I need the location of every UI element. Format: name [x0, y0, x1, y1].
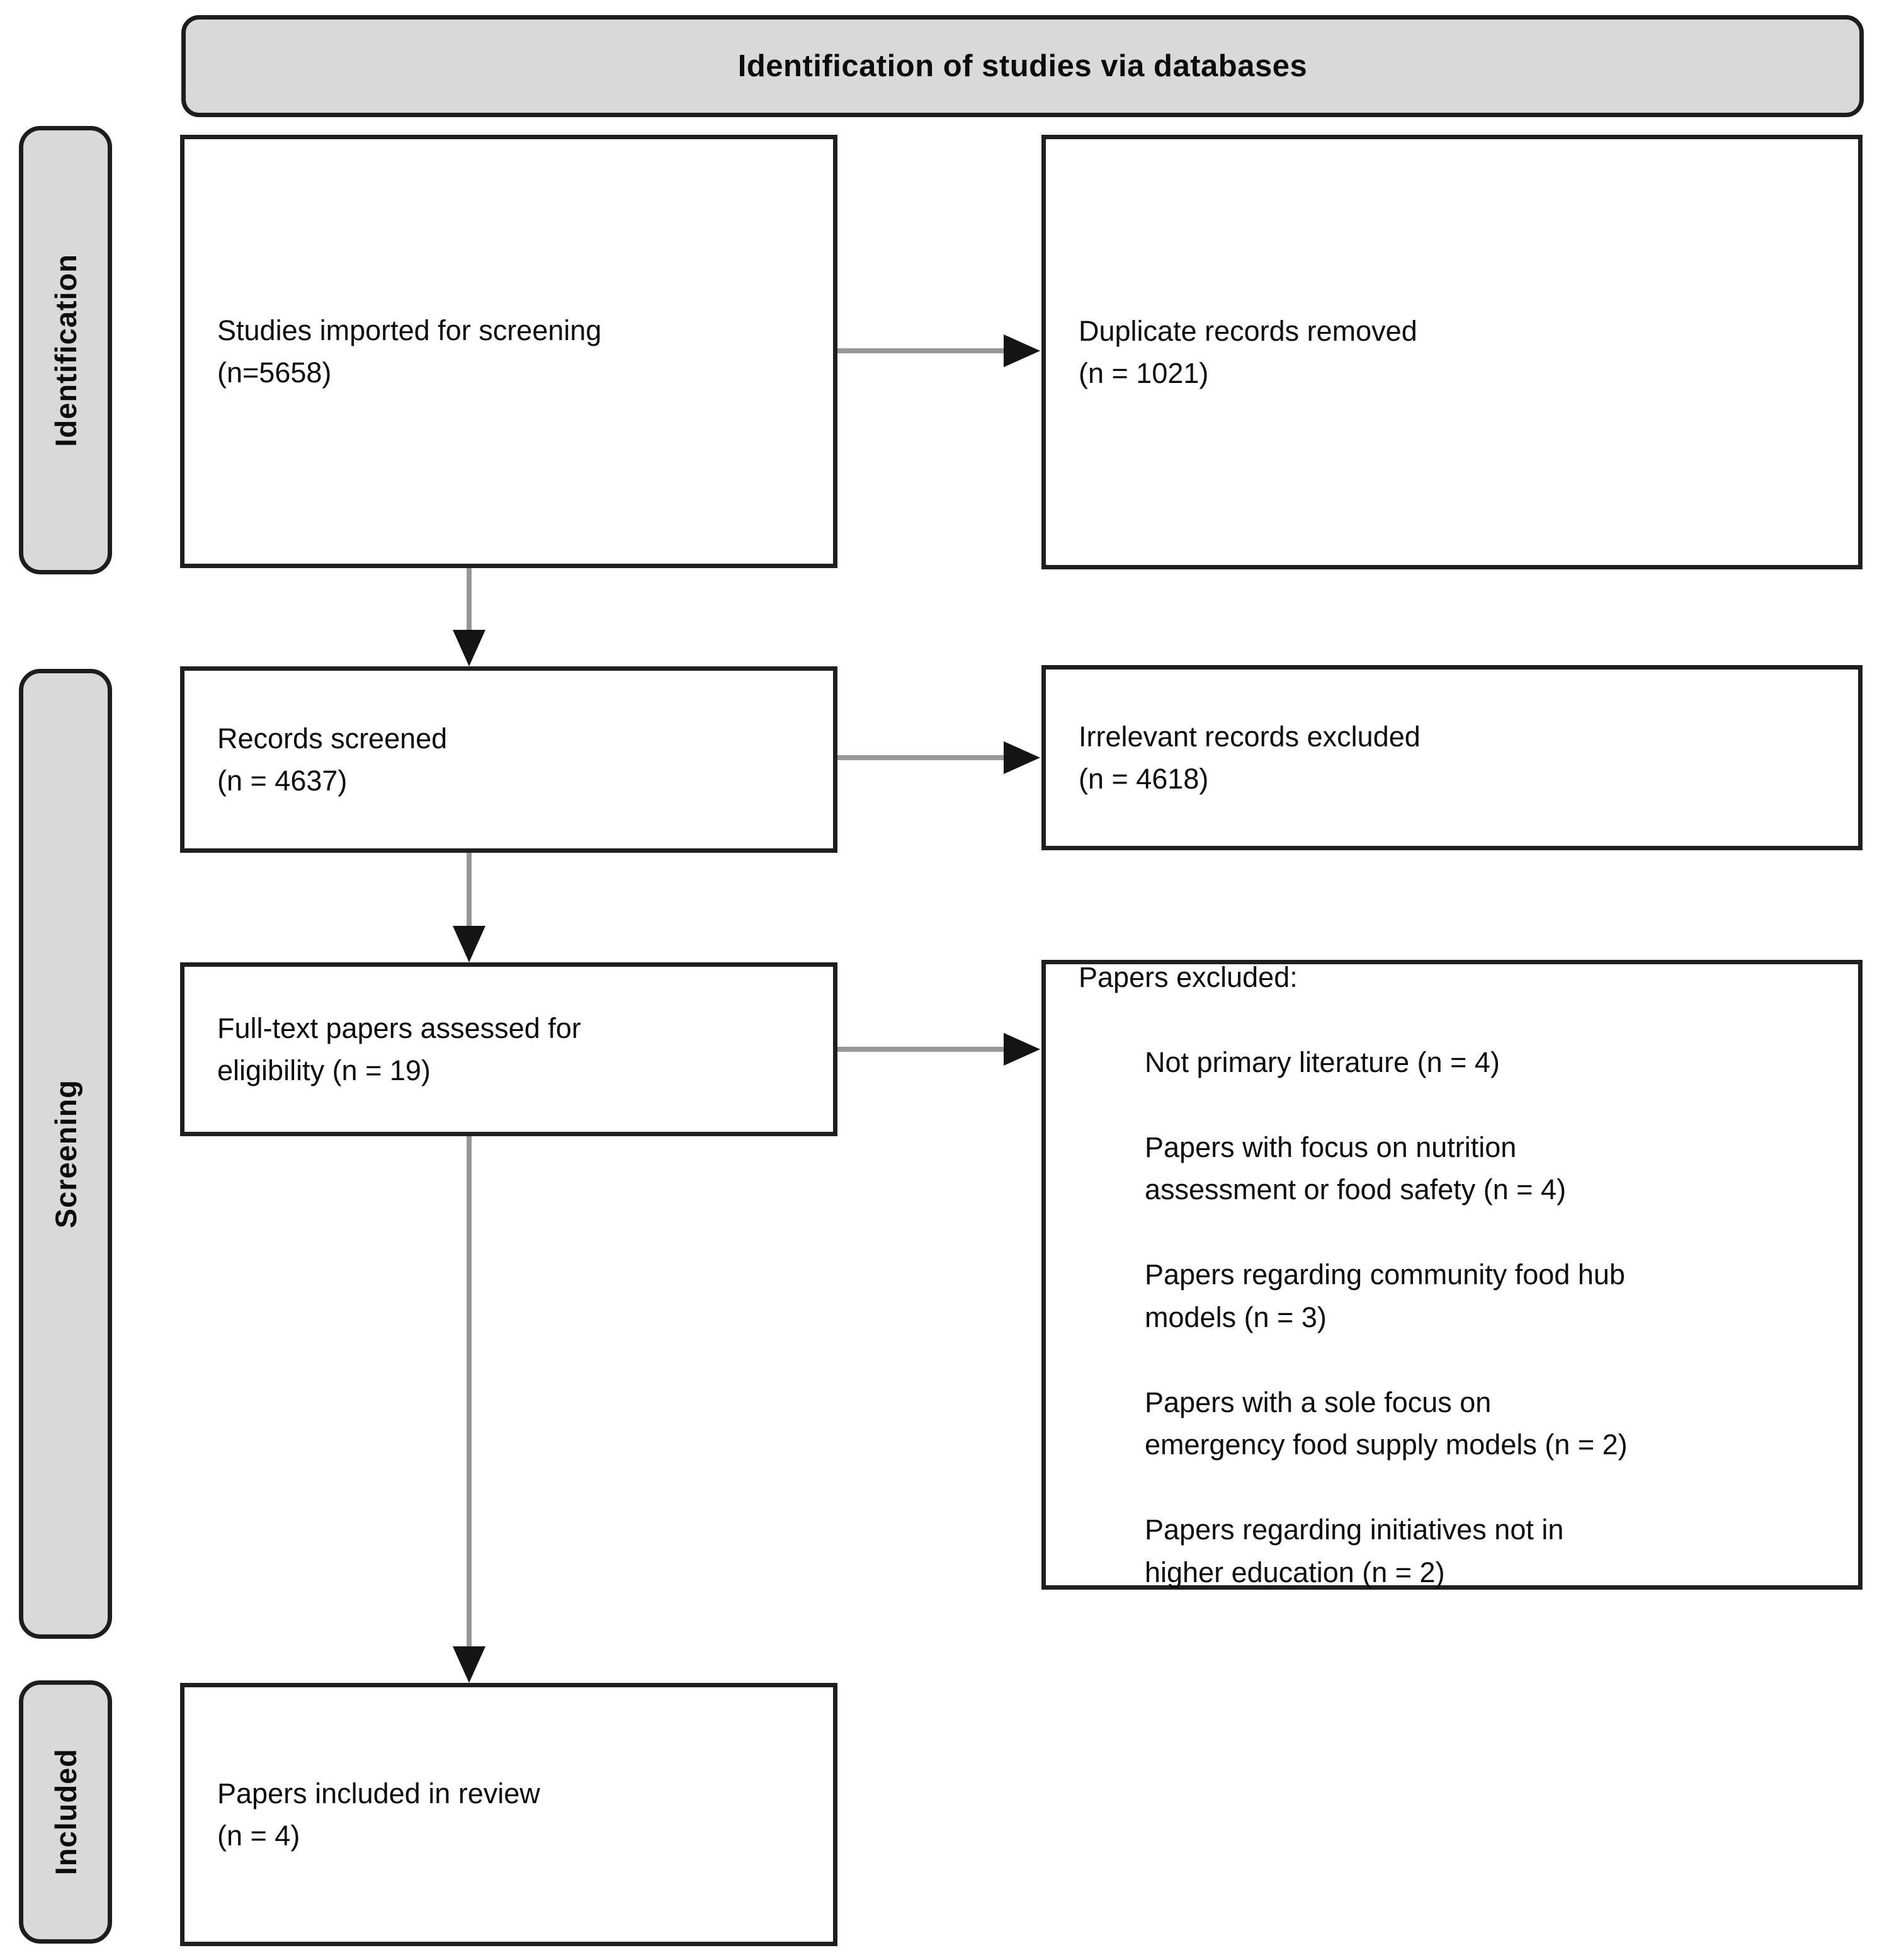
arrow-line — [467, 853, 472, 928]
box-studies-imported: Studies imported for screening (n=5658) — [180, 135, 837, 568]
stage-screening: Screening — [19, 669, 112, 1639]
arrow-head-right-icon — [1004, 1033, 1040, 1066]
arrow-line — [467, 568, 472, 632]
arrow-head-down-icon — [453, 926, 485, 962]
arrow-line — [467, 1136, 472, 1649]
box-records-screened-text: Records screened (n = 4637) — [217, 722, 448, 797]
box-fulltext-assessed: Full-text papers assessed for eligibilit… — [180, 962, 837, 1136]
box-papers-excluded-text: Papers excluded: Not primary literature … — [1046, 913, 1649, 1636]
arrow-line — [837, 348, 1006, 353]
stage-identification: Identification — [19, 126, 112, 574]
excluded-reason: Papers with a sole focus on emergency fo… — [1145, 1386, 1628, 1461]
box-papers-excluded: Papers excluded: Not primary literature … — [1041, 960, 1863, 1590]
box-records-screened: Records screened (n = 4637) — [180, 666, 837, 853]
box-papers-included-text: Papers included in review (n = 4) — [217, 1777, 540, 1852]
stage-screening-label: Screening — [48, 1079, 82, 1229]
arrow-head-down-icon — [453, 1646, 485, 1683]
excluded-reason: Papers regarding community food hub mode… — [1145, 1258, 1625, 1333]
stage-included: Included — [19, 1680, 112, 1944]
header-title: Identification of studies via databases — [737, 49, 1308, 83]
excluded-reason: Not primary literature (n = 4) — [1145, 1046, 1500, 1078]
box-fulltext-assessed-text: Full-text papers assessed for eligibilit… — [217, 1011, 581, 1087]
arrow-head-right-icon — [1004, 334, 1040, 367]
excluded-reason: Papers regarding initiatives not in high… — [1145, 1513, 1564, 1588]
papers-excluded-title: Papers excluded: — [1079, 960, 1298, 993]
arrow-line — [837, 1047, 1006, 1052]
box-duplicates-removed: Duplicate records removed (n = 1021) — [1041, 135, 1863, 569]
box-irrelevant-excluded: Irrelevant records excluded (n = 4618) — [1041, 665, 1863, 850]
arrow-line — [837, 755, 1006, 760]
box-irrelevant-excluded-text: Irrelevant records excluded (n = 4618) — [1079, 720, 1421, 795]
arrow-head-right-icon — [1004, 741, 1040, 774]
box-duplicates-removed-text: Duplicate records removed (n = 1021) — [1079, 314, 1417, 390]
box-studies-imported-text: Studies imported for screening (n=5658) — [217, 314, 602, 389]
excluded-reason: Papers with focus on nutrition assessmen… — [1145, 1131, 1567, 1206]
header-bar: Identification of studies via databases — [181, 15, 1864, 117]
stage-identification-label: Identification — [48, 253, 82, 447]
box-papers-included: Papers included in review (n = 4) — [180, 1683, 837, 1946]
arrow-head-down-icon — [453, 630, 485, 666]
stage-included-label: Included — [48, 1748, 82, 1876]
